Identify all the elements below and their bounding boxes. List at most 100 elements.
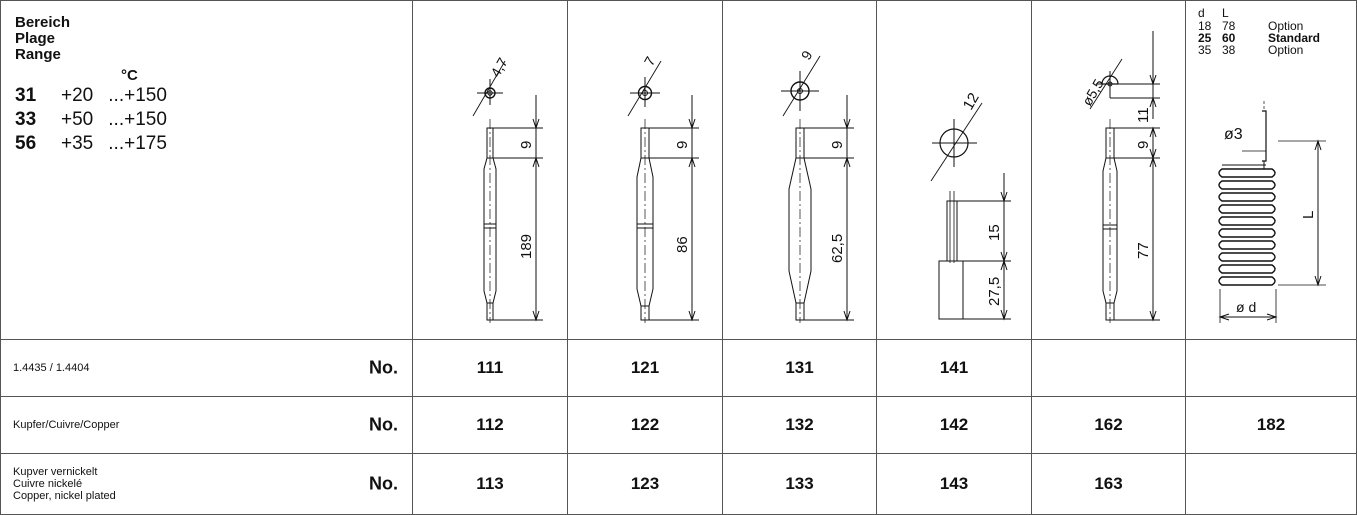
material-label: 1.4435 / 1.4404	[13, 362, 89, 374]
coil-diameter-dim: ø d	[1236, 299, 1256, 315]
table-cell: 142	[876, 396, 1033, 454]
drawing-sensor-141: 12 15 27,5	[876, 0, 1033, 340]
sensor-162-cap-dim: 11	[1135, 107, 1152, 123]
no-label: No.	[369, 357, 399, 378]
coil-wire-dim: ø3	[1224, 126, 1243, 143]
table-cell: 113	[412, 453, 569, 515]
sensor-162-top-dim: 9	[1135, 141, 1152, 149]
range-code: 31	[15, 85, 37, 106]
table-cell: 131	[722, 339, 878, 397]
sensor-121-drawing: 7 9 86	[627, 54, 700, 323]
range-from: +35	[61, 133, 94, 154]
drawing-sensor-182: d L 18 78 Option 25 60 Standard 35 38 Op…	[1185, 0, 1357, 340]
no-label: No.	[369, 414, 399, 435]
sensor-141-top-dim: 15	[986, 224, 1003, 241]
range-to: ...+150	[108, 85, 167, 106]
coil-option-label: Standard	[1268, 31, 1320, 45]
table-cell: 133	[722, 453, 878, 515]
sensor-111-top-dim: 9	[518, 141, 535, 149]
sensor-162-drawing: ø5,5 11 9 77	[1079, 31, 1161, 323]
coil-option-row: 35 38 Option	[1198, 43, 1303, 57]
material-cell: Kupfer/Cuivre/Copper No.	[0, 396, 414, 454]
range-to: ...+175	[108, 133, 167, 154]
sensor-131-length-dim: 62,5	[829, 234, 846, 263]
sensor-111-diameter: 4,7	[487, 55, 511, 80]
coil-option-d: 18	[1198, 19, 1212, 33]
sensor-141-diameter: 12	[960, 90, 983, 113]
drawing-sensor-162: ø5,5 11 9 77	[1031, 0, 1187, 340]
sensor-121-top-dim: 9	[674, 141, 691, 149]
coil-option-l: 78	[1222, 19, 1236, 33]
sensor-141-length-dim: 27,5	[986, 277, 1003, 306]
range-header-fr: Plage	[15, 30, 56, 47]
range-header-de: Bereich	[15, 14, 71, 31]
sensor-182-drawing: d L 18 78 Option 25 60 Standard 35 38 Op…	[1198, 6, 1327, 323]
material-line: Cuivre nickelé	[13, 478, 83, 490]
table-cell	[1185, 453, 1357, 515]
coil-head-l: L	[1222, 6, 1229, 20]
table-cell: 143	[876, 453, 1033, 515]
table-cell	[1185, 339, 1357, 397]
table-cell: 112	[412, 396, 569, 454]
sensor-121-length-dim: 86	[674, 236, 691, 253]
coil-option-label: Option	[1268, 19, 1303, 33]
drawing-row: Bereich Plage Range °C 31 +20 ...+150 33 +…	[0, 0, 1357, 340]
range-code: 33	[15, 109, 37, 130]
material-label: Kupfer/Cuivre/Copper	[13, 419, 119, 431]
drawing-sensor-121: 7 9 86	[567, 0, 724, 340]
coil-length-dim: L	[1300, 211, 1317, 219]
coil-head-d: d	[1198, 6, 1205, 20]
material-cell: 1.4435 / 1.4404 No.	[0, 339, 414, 397]
coil-option-label: Option	[1268, 43, 1303, 57]
range-row: 33 +50 ...+150	[15, 108, 412, 132]
table-cell: 182	[1185, 396, 1357, 454]
sensor-141-drawing: 12 15 27,5	[930, 90, 1012, 321]
coil-option-row: 25 60 Standard	[1198, 31, 1320, 45]
table-cell: 121	[567, 339, 724, 397]
sensor-131-diameter: 9	[798, 48, 816, 63]
sensor-121-diameter: 7	[641, 54, 659, 69]
range-row: 56 +35 ...+175	[15, 132, 412, 156]
drawing-sensor-131: 9 9 62,5	[722, 0, 878, 340]
material-line: 1.4435 / 1.4404	[13, 362, 90, 374]
sensor-111-drawing: 4,7 9 189	[472, 55, 544, 323]
material-line: Kupfer/Cuivre/Copper	[13, 419, 120, 431]
coil-option-d: 25	[1198, 31, 1212, 45]
range-header-en: Range	[15, 46, 61, 63]
range-cell: Bereich Plage Range °C 31 +20 ...+150 33 +…	[0, 0, 414, 340]
table-cell	[1031, 339, 1187, 397]
range-from: +50	[61, 109, 94, 130]
range-block: Bereich Plage Range °C 31 +20 ...+150 33 +…	[1, 1, 412, 156]
table-row: 1.4435 / 1.4404 No. 111 121 131 141	[0, 339, 1357, 397]
sensor-111-length-dim: 189	[518, 234, 535, 259]
sensor-162-length-dim: 77	[1135, 242, 1152, 259]
range-from: +20	[61, 85, 94, 106]
coil-option-l: 38	[1222, 43, 1236, 57]
material-cell: Kupver vernickelt Cuivre nickelé Copper,…	[0, 453, 414, 515]
material-label: Kupver vernickelt Cuivre nickelé Copper,…	[13, 466, 116, 502]
range-unit: °C	[121, 67, 138, 84]
table-cell: 132	[722, 396, 878, 454]
material-line: Copper, nickel plated	[13, 490, 116, 502]
table-cell: 163	[1031, 453, 1187, 515]
table-cell: 141	[876, 339, 1033, 397]
material-line: Kupver vernickelt	[13, 466, 98, 478]
drawing-sensor-111: 4,7 9 189	[412, 0, 569, 340]
no-label: No.	[369, 473, 399, 494]
coil-option-l: 60	[1222, 31, 1236, 45]
coil-option-row: 18 78 Option	[1198, 19, 1303, 33]
table-cell: 162	[1031, 396, 1187, 454]
table-cell: 122	[567, 396, 724, 454]
coil-option-d: 35	[1198, 43, 1212, 57]
table-row: Kupver vernickelt Cuivre nickelé Copper,…	[0, 453, 1357, 515]
range-code: 56	[15, 133, 37, 154]
range-to: ...+150	[108, 109, 167, 130]
sensor-131-top-dim: 9	[829, 141, 846, 149]
table-cell: 111	[412, 339, 569, 397]
sensor-131-drawing: 9 9 62,5	[781, 48, 855, 323]
table-cell: 123	[567, 453, 724, 515]
table-row: Kupfer/Cuivre/Copper No. 112 122 132 142…	[0, 396, 1357, 454]
range-row: 31 +20 ...+150	[15, 84, 412, 108]
